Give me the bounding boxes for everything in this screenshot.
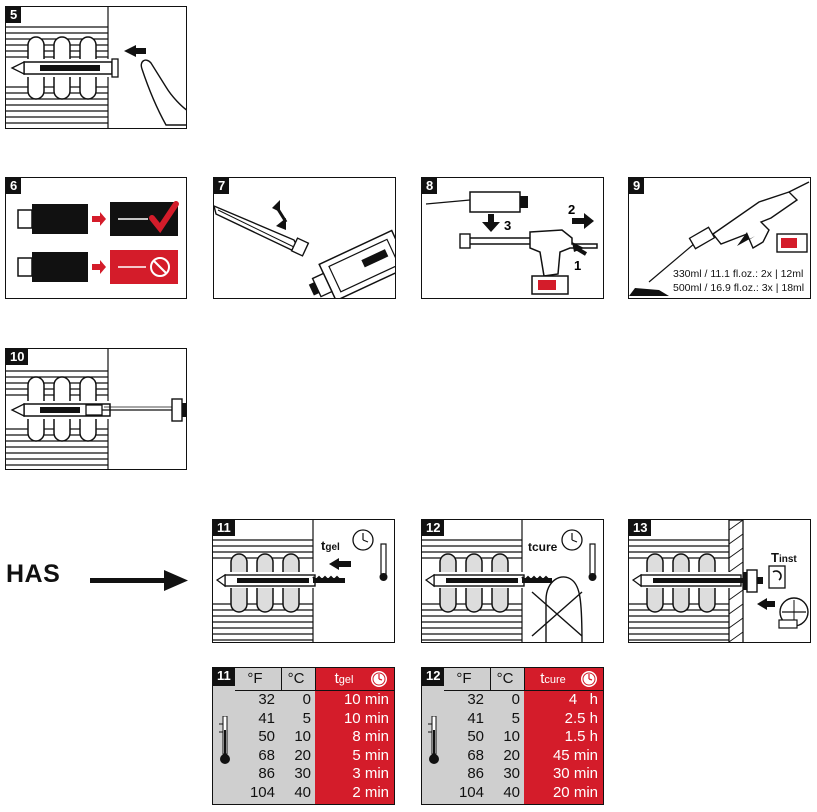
table-cell-t: 2.5 h bbox=[564, 709, 598, 727]
table-header bbox=[444, 668, 603, 691]
thermometer-icon bbox=[219, 716, 230, 764]
table-cell-t: 5 min bbox=[352, 746, 389, 764]
step-12-illustration bbox=[422, 520, 597, 642]
table-side-column: 11 bbox=[213, 668, 235, 804]
table-cell-f: 32 bbox=[258, 691, 275, 708]
step-13-tinst-label: Tinst bbox=[771, 550, 797, 565]
step-7-illustration bbox=[214, 200, 395, 298]
table-cell-c: 40 bbox=[503, 783, 520, 801]
col-t-header: tcure bbox=[540, 670, 566, 687]
step-number: 9 bbox=[629, 178, 645, 194]
step-8-label-1: 1 bbox=[574, 258, 581, 273]
table-cell-t: 3 min bbox=[352, 765, 389, 782]
col-c-header: °C bbox=[496, 670, 514, 687]
table-cell-f: 41 bbox=[258, 709, 275, 727]
table-cell-f: 104 bbox=[458, 783, 484, 801]
clock-icon bbox=[581, 671, 597, 687]
step-12-panel: 12 tcure bbox=[421, 519, 604, 643]
table-cell-c: 20 bbox=[294, 746, 311, 764]
step-12-tcure-label: tcure bbox=[528, 540, 558, 554]
step-8-panel: 8 3 2 1 bbox=[421, 177, 604, 299]
step-9-panel: 9 330ml / 11.1 fl.oz.: 2x | 12ml 500ml /… bbox=[628, 177, 811, 299]
has-label: HAS bbox=[6, 560, 61, 588]
table-cell-f: 68 bbox=[258, 746, 275, 764]
clock-icon bbox=[371, 671, 387, 687]
table-cell-f: 104 bbox=[249, 783, 275, 801]
table-cell-t: 10 min bbox=[343, 691, 389, 708]
step-11-tgel-label: tgel bbox=[321, 538, 340, 553]
step-number: 8 bbox=[422, 178, 438, 194]
table-cell-c: 0 bbox=[302, 691, 311, 708]
gel-time-table: 11 °F °C tgel 32 0 10 min 41 5 10 min 50 10 8 mi… bbox=[212, 667, 395, 805]
table-cell-f: 50 bbox=[467, 728, 484, 745]
table-cell-c: 0 bbox=[511, 691, 520, 708]
table-number: 11 bbox=[213, 668, 235, 686]
step-7-panel: 7 bbox=[213, 177, 396, 299]
table-cell-t: 1.5 h bbox=[564, 728, 598, 745]
step-8-label-3: 3 bbox=[504, 218, 511, 233]
table-cell-f: 68 bbox=[467, 746, 484, 764]
step-number: 6 bbox=[6, 178, 22, 194]
table-header bbox=[235, 668, 394, 691]
table-cell-t: 30 min bbox=[552, 765, 598, 782]
step-13-illustration bbox=[629, 520, 809, 642]
step-8-illustration: 3 2 1 bbox=[425, 191, 598, 295]
table-cell-f: 86 bbox=[467, 765, 484, 782]
table-cell-f: 32 bbox=[467, 691, 484, 708]
step-10-panel: 10 bbox=[5, 348, 187, 470]
table-cell-t: 8 min bbox=[352, 728, 389, 745]
step-5-illustration bbox=[6, 7, 186, 128]
table-side-column: 12 bbox=[422, 668, 444, 804]
table-cell-t: 45 min bbox=[552, 746, 598, 764]
table-cell-c: 5 bbox=[511, 709, 520, 727]
table-cell-c: 30 bbox=[294, 765, 311, 782]
step-number: 11 bbox=[213, 520, 235, 536]
step-9-caption-1: 330ml / 11.1 fl.oz.: 2x | 12ml bbox=[673, 268, 804, 280]
step-9-illustration bbox=[629, 181, 810, 296]
thermometer-icon bbox=[428, 716, 439, 764]
table-cell-t: 2 min bbox=[352, 783, 389, 801]
step-number: 13 bbox=[629, 520, 652, 536]
step-number: 7 bbox=[214, 178, 230, 194]
table-cell-c: 5 bbox=[302, 709, 311, 727]
table-cell-t: 20 min bbox=[552, 783, 598, 801]
col-t-header: tgel bbox=[334, 670, 354, 687]
step-8-label-2: 2 bbox=[568, 202, 575, 217]
step-number: 5 bbox=[6, 7, 22, 23]
table-number: 12 bbox=[422, 668, 444, 686]
table-cell-f: 50 bbox=[258, 728, 275, 745]
step-9-caption-2: 500ml / 16.9 fl.oz.: 3x | 18ml bbox=[673, 282, 805, 294]
table-cell-c: 40 bbox=[294, 783, 311, 801]
step-6-panel: 6 bbox=[5, 177, 187, 299]
table-cell-t: 10 min bbox=[343, 709, 389, 727]
table-cell-c: 10 bbox=[503, 728, 520, 745]
step-11-panel: 11 tgel bbox=[212, 519, 395, 643]
step-number: 12 bbox=[422, 520, 445, 536]
step-5-panel: 5 bbox=[5, 6, 187, 129]
cure-time-table: 12 °F °C tcure 32 0 4 h 41 5 2.5 h 50 10 1.5 h 68… bbox=[421, 667, 604, 805]
col-c-header: °C bbox=[287, 670, 305, 687]
table-cell-c: 10 bbox=[294, 728, 311, 745]
col-f-header: °F bbox=[456, 670, 472, 687]
table-cell-f: 86 bbox=[258, 765, 275, 782]
step-10-illustration bbox=[6, 349, 186, 469]
table-cell-c: 30 bbox=[503, 765, 520, 782]
table-cell-f: 41 bbox=[467, 709, 484, 727]
col-f-header: °F bbox=[247, 670, 263, 687]
step-number: 10 bbox=[6, 349, 29, 365]
table-cell-t: 4 h bbox=[568, 691, 598, 708]
table-cell-c: 20 bbox=[503, 746, 520, 764]
right-arrow-icon bbox=[90, 570, 188, 591]
step-11-illustration bbox=[213, 520, 388, 642]
step-13-panel: 13 bbox=[628, 519, 811, 643]
step-6-illustration bbox=[17, 201, 179, 284]
